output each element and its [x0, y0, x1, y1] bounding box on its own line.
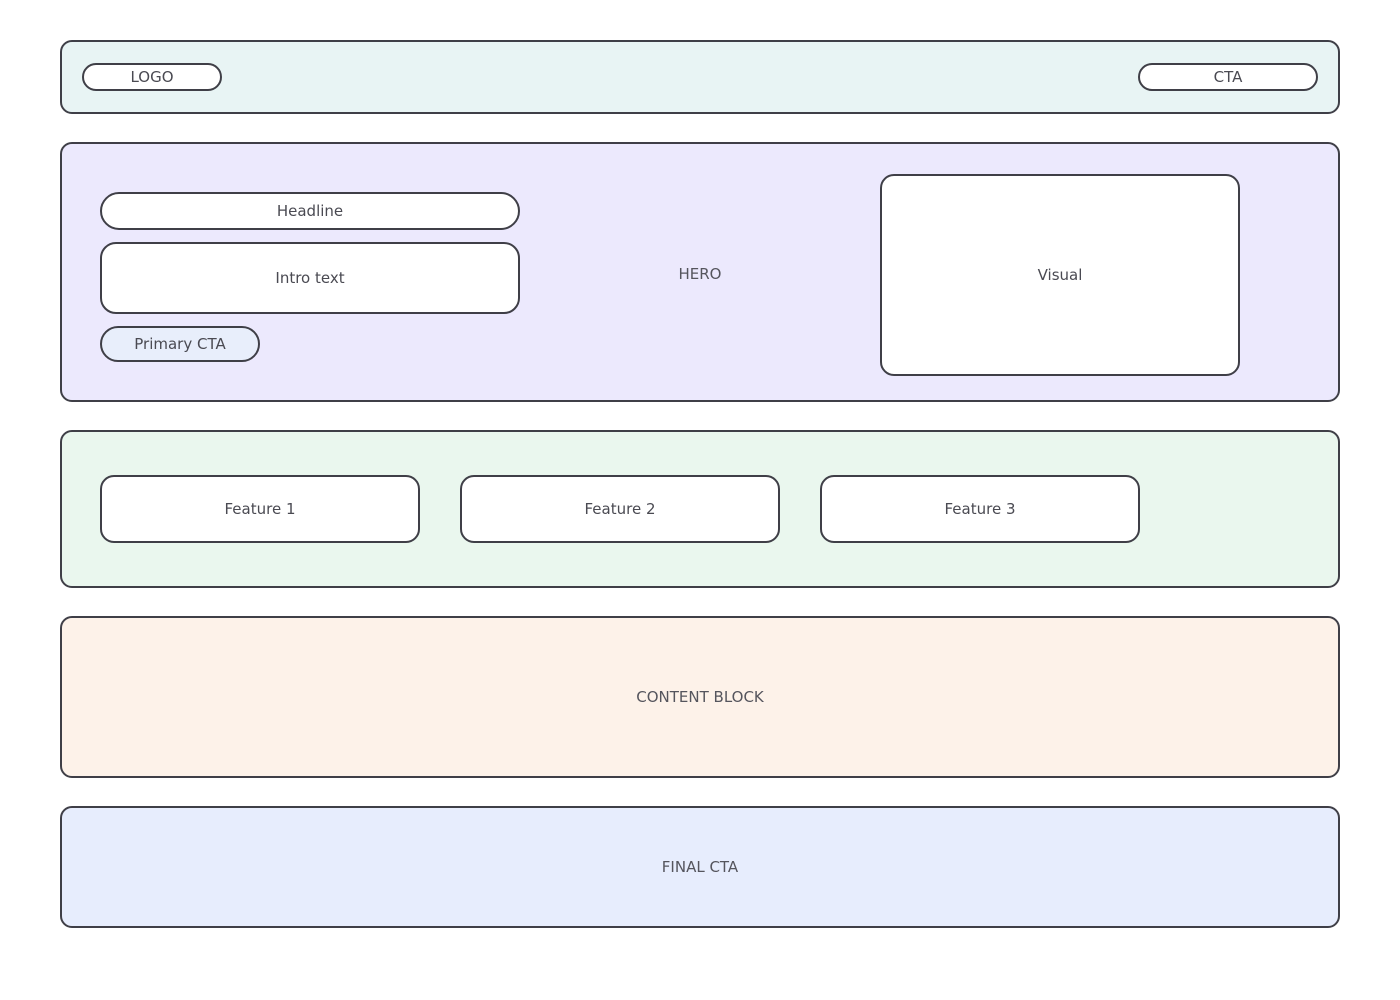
feature-card[interactable]: Feature 3 [820, 475, 1140, 543]
logo-placeholder[interactable]: LOGO [82, 63, 222, 91]
feature-card[interactable]: Feature 1 [100, 475, 420, 543]
hero-section: Headline Intro text Primary CTA HERO Vis… [60, 142, 1340, 402]
final-cta-label: FINAL CTA [661, 858, 739, 876]
header-section: LOGO CTA [60, 40, 1340, 114]
content-block-section: CONTENT BLOCK [60, 616, 1340, 778]
hero-primary-cta-button[interactable]: Primary CTA [100, 326, 260, 362]
header-cta-button[interactable]: CTA [1138, 63, 1318, 91]
features-section: Feature 1 Feature 2 Feature 3 [60, 430, 1340, 588]
feature-card[interactable]: Feature 2 [460, 475, 780, 543]
hero-intro-text-placeholder: Intro text [100, 242, 520, 314]
hero-headline-placeholder: Headline [100, 192, 520, 230]
hero-visual-placeholder: Visual [880, 174, 1240, 376]
hero-section-label: HERO [678, 265, 722, 283]
hero-text-column: Headline Intro text Primary CTA [100, 192, 520, 362]
final-cta-section: FINAL CTA [60, 806, 1340, 928]
content-block-label: CONTENT BLOCK [636, 688, 764, 706]
